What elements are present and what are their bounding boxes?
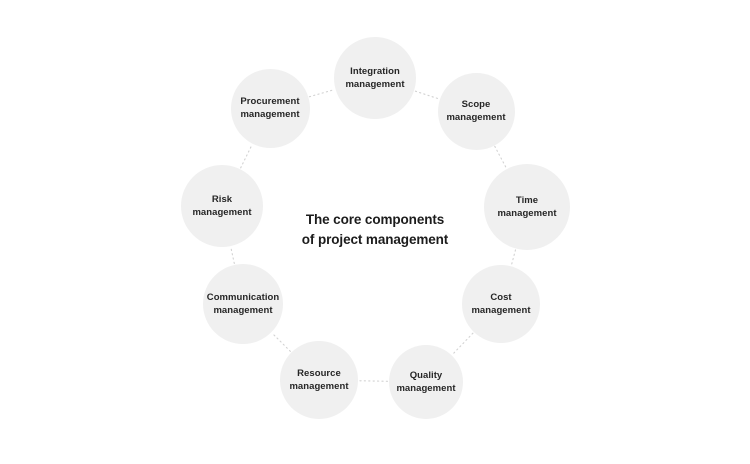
connector-time-to-cost — [510, 249, 517, 266]
center-title-line-2: of project management — [301, 231, 449, 247]
node-quality[interactable]: Quality management — [389, 345, 463, 419]
connector-risk-to-procurement — [240, 144, 253, 169]
node-label-procurement: Procurement management — [240, 95, 300, 120]
connector-scope-to-time — [494, 145, 507, 169]
node-label-communication: Communication management — [206, 291, 280, 316]
node-label-quality: Quality management — [396, 369, 456, 394]
node-label-scope: Scope management — [446, 98, 506, 123]
center-title-line-1: The core components — [305, 212, 445, 227]
node-communication[interactable]: Communication management — [203, 264, 283, 344]
node-risk[interactable]: Risk management — [181, 165, 263, 247]
node-integration[interactable]: Integration management — [334, 37, 416, 119]
node-time[interactable]: Time management — [484, 164, 570, 250]
node-label-cost: Cost management — [471, 291, 531, 316]
node-label-resource: Resource management — [289, 367, 349, 392]
node-procurement[interactable]: Procurement management — [230, 68, 310, 148]
node-label-integration: Integration management — [345, 65, 405, 90]
connector-procurement-to-integration — [308, 89, 335, 98]
connector-communication-to-risk — [230, 247, 235, 264]
node-resource[interactable]: Resource management — [280, 341, 358, 419]
connector-cost-to-quality — [452, 332, 474, 355]
connector-resource-to-communication — [271, 332, 291, 352]
center-title: The core components of project managemen… — [0, 210, 750, 249]
node-cost[interactable]: Cost management — [462, 265, 540, 343]
node-scope[interactable]: Scope management — [437, 72, 515, 150]
node-label-time: Time management — [497, 194, 557, 219]
connector-integration-to-scope — [414, 90, 439, 100]
connector-quality-to-resource — [358, 380, 389, 382]
node-label-risk: Risk management — [192, 193, 252, 218]
